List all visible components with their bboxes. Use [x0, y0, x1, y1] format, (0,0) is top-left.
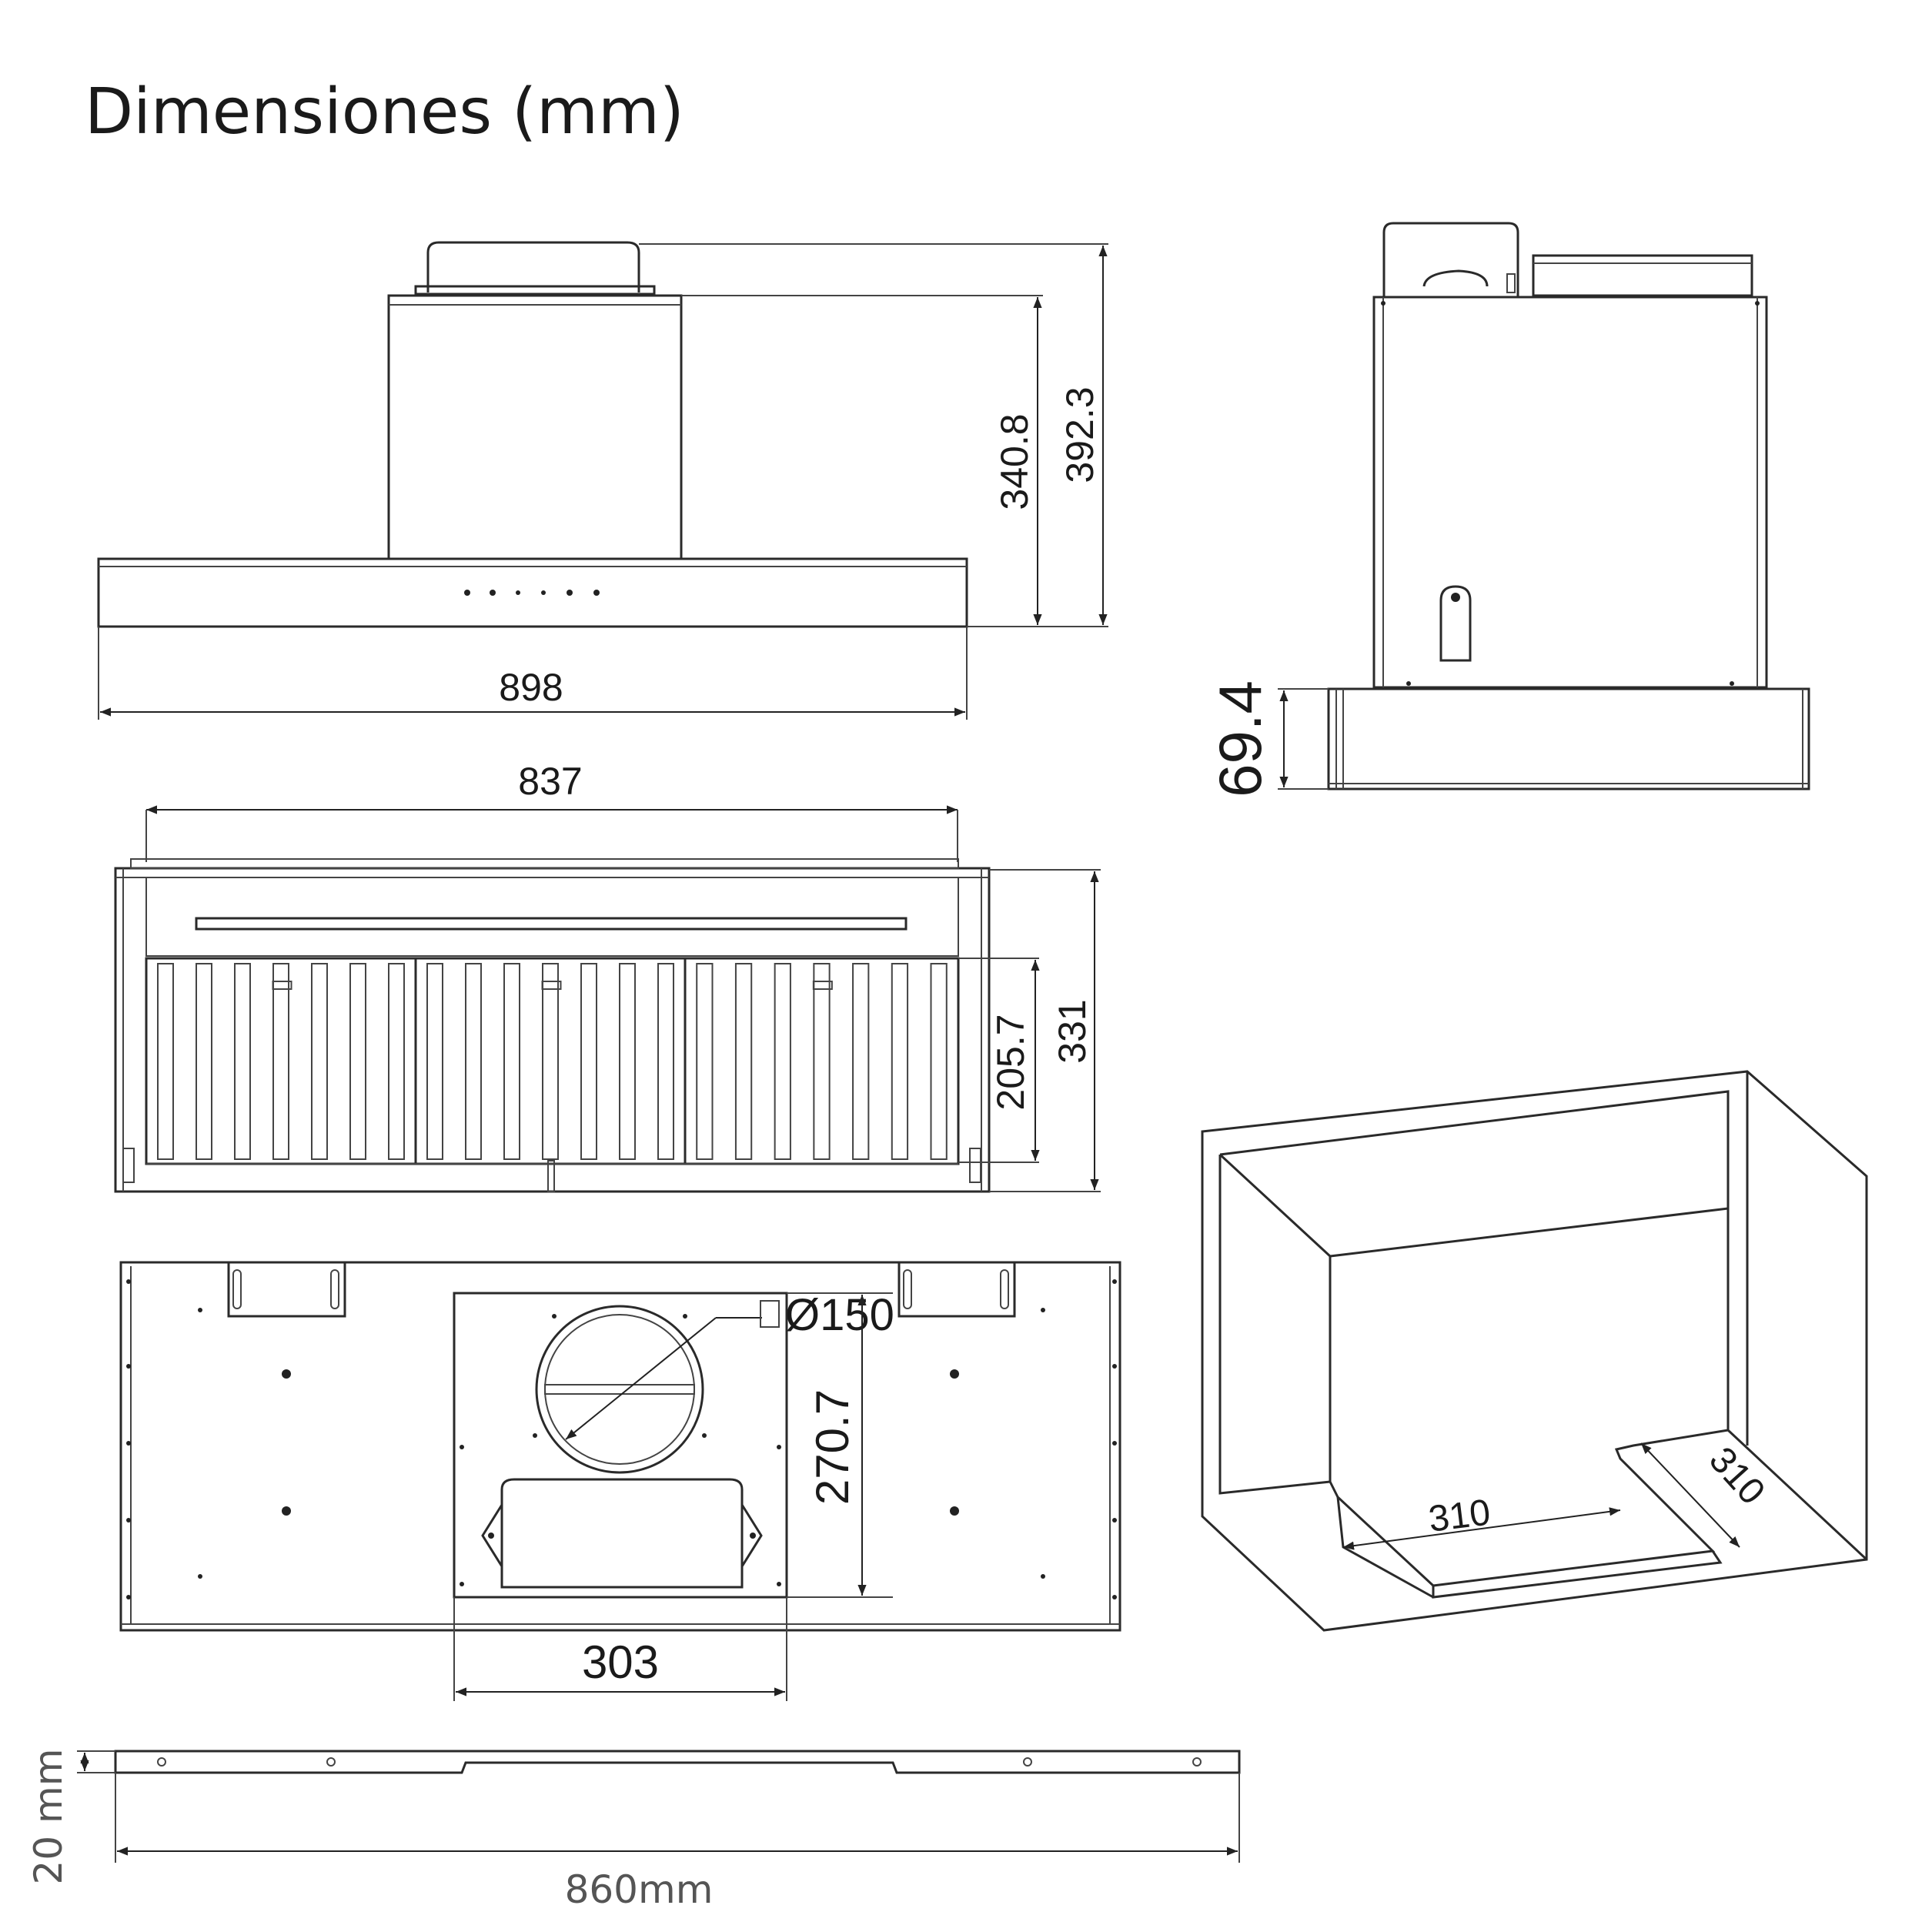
- dim-height-body: 340.8: [993, 413, 1036, 510]
- dim-plate-depth: 270.7: [807, 1389, 858, 1505]
- dim-depth-inner: 205.7: [989, 1014, 1032, 1110]
- filter-slat: [426, 963, 443, 1160]
- filter-slat: [157, 963, 174, 1160]
- dim-height-total: 392.3: [1058, 386, 1101, 483]
- dim-depth-total: 331: [1051, 999, 1094, 1063]
- filter-slat: [465, 963, 482, 1160]
- motor-housing: [500, 1478, 744, 1589]
- bottom-view: 837 205.7 331: [114, 760, 1101, 1193]
- dim-bracket-height: 20 mm: [26, 1749, 71, 1885]
- filter-slat: [580, 963, 597, 1160]
- duct-outlet: [535, 1305, 704, 1474]
- bottom-frame: [114, 867, 991, 1193]
- top-plate: [119, 1261, 1121, 1632]
- cabinet-cutout: 310 310: [1201, 1070, 1868, 1632]
- filter-slat: [657, 963, 674, 1160]
- cabinet-outline: [1201, 1070, 1868, 1632]
- dim-plate-width: 303: [582, 1636, 659, 1688]
- dim-inner-width: 837: [518, 760, 582, 803]
- fixing-holes: [126, 1279, 1117, 1599]
- dim-duct-diameter: Ø150: [785, 1290, 894, 1340]
- motor-plate: [453, 1292, 788, 1599]
- filter-slat: [234, 963, 251, 1160]
- filter-slat: [503, 963, 520, 1160]
- side-view: 69.4: [1206, 222, 1810, 797]
- bracket-left: [227, 1262, 346, 1318]
- dim-cutout-width: 310: [1426, 1492, 1492, 1539]
- side-motor: [1382, 222, 1519, 297]
- chimney-body: [387, 294, 683, 560]
- bracket-strip: [114, 1750, 1241, 1774]
- light-strip: [195, 917, 908, 931]
- filter-slat: [272, 963, 289, 1160]
- filter-slat: [813, 963, 831, 1160]
- top-view: Ø150 270.7 303: [119, 1261, 1121, 1701]
- filter-clip: [541, 981, 562, 990]
- filter-slat: [852, 963, 870, 1160]
- filter-slat: [619, 963, 636, 1160]
- dim-panel-height: 69.4: [1206, 680, 1274, 797]
- filter-slat: [542, 963, 559, 1160]
- dim-width: 898: [499, 666, 563, 709]
- hood-body: [97, 557, 968, 628]
- filter-slat: [388, 963, 405, 1160]
- filter-slat: [349, 963, 366, 1160]
- mounting-bracket: 20 mm 860mm: [26, 1749, 1241, 1912]
- filter-clip: [272, 981, 292, 990]
- filter-slat: [311, 963, 328, 1160]
- filter-slat: [196, 963, 212, 1160]
- filter-slat: [930, 963, 948, 1160]
- filter-slat: [696, 963, 714, 1160]
- side-panel: [1327, 687, 1810, 791]
- control-buttons: [464, 590, 600, 596]
- side-knob: [1439, 585, 1472, 662]
- side-body: [1372, 296, 1768, 689]
- bracket-right: [897, 1262, 1016, 1318]
- filter-slat: [774, 963, 791, 1160]
- filter-slat: [734, 963, 753, 1160]
- side-box: [1532, 254, 1753, 297]
- front-view: 340.8 392.3 898: [97, 241, 1108, 720]
- motor-cap: [426, 241, 640, 292]
- filter-slat: [891, 963, 909, 1160]
- grease-filters: [145, 957, 960, 1165]
- motor-flange: [414, 285, 656, 296]
- dim-bracket-length: 860mm: [565, 1867, 714, 1912]
- filter-clip: [812, 981, 833, 990]
- page-title: Dimensiones (mm): [85, 75, 684, 149]
- dim-cutout-depth: 310: [1701, 1439, 1773, 1513]
